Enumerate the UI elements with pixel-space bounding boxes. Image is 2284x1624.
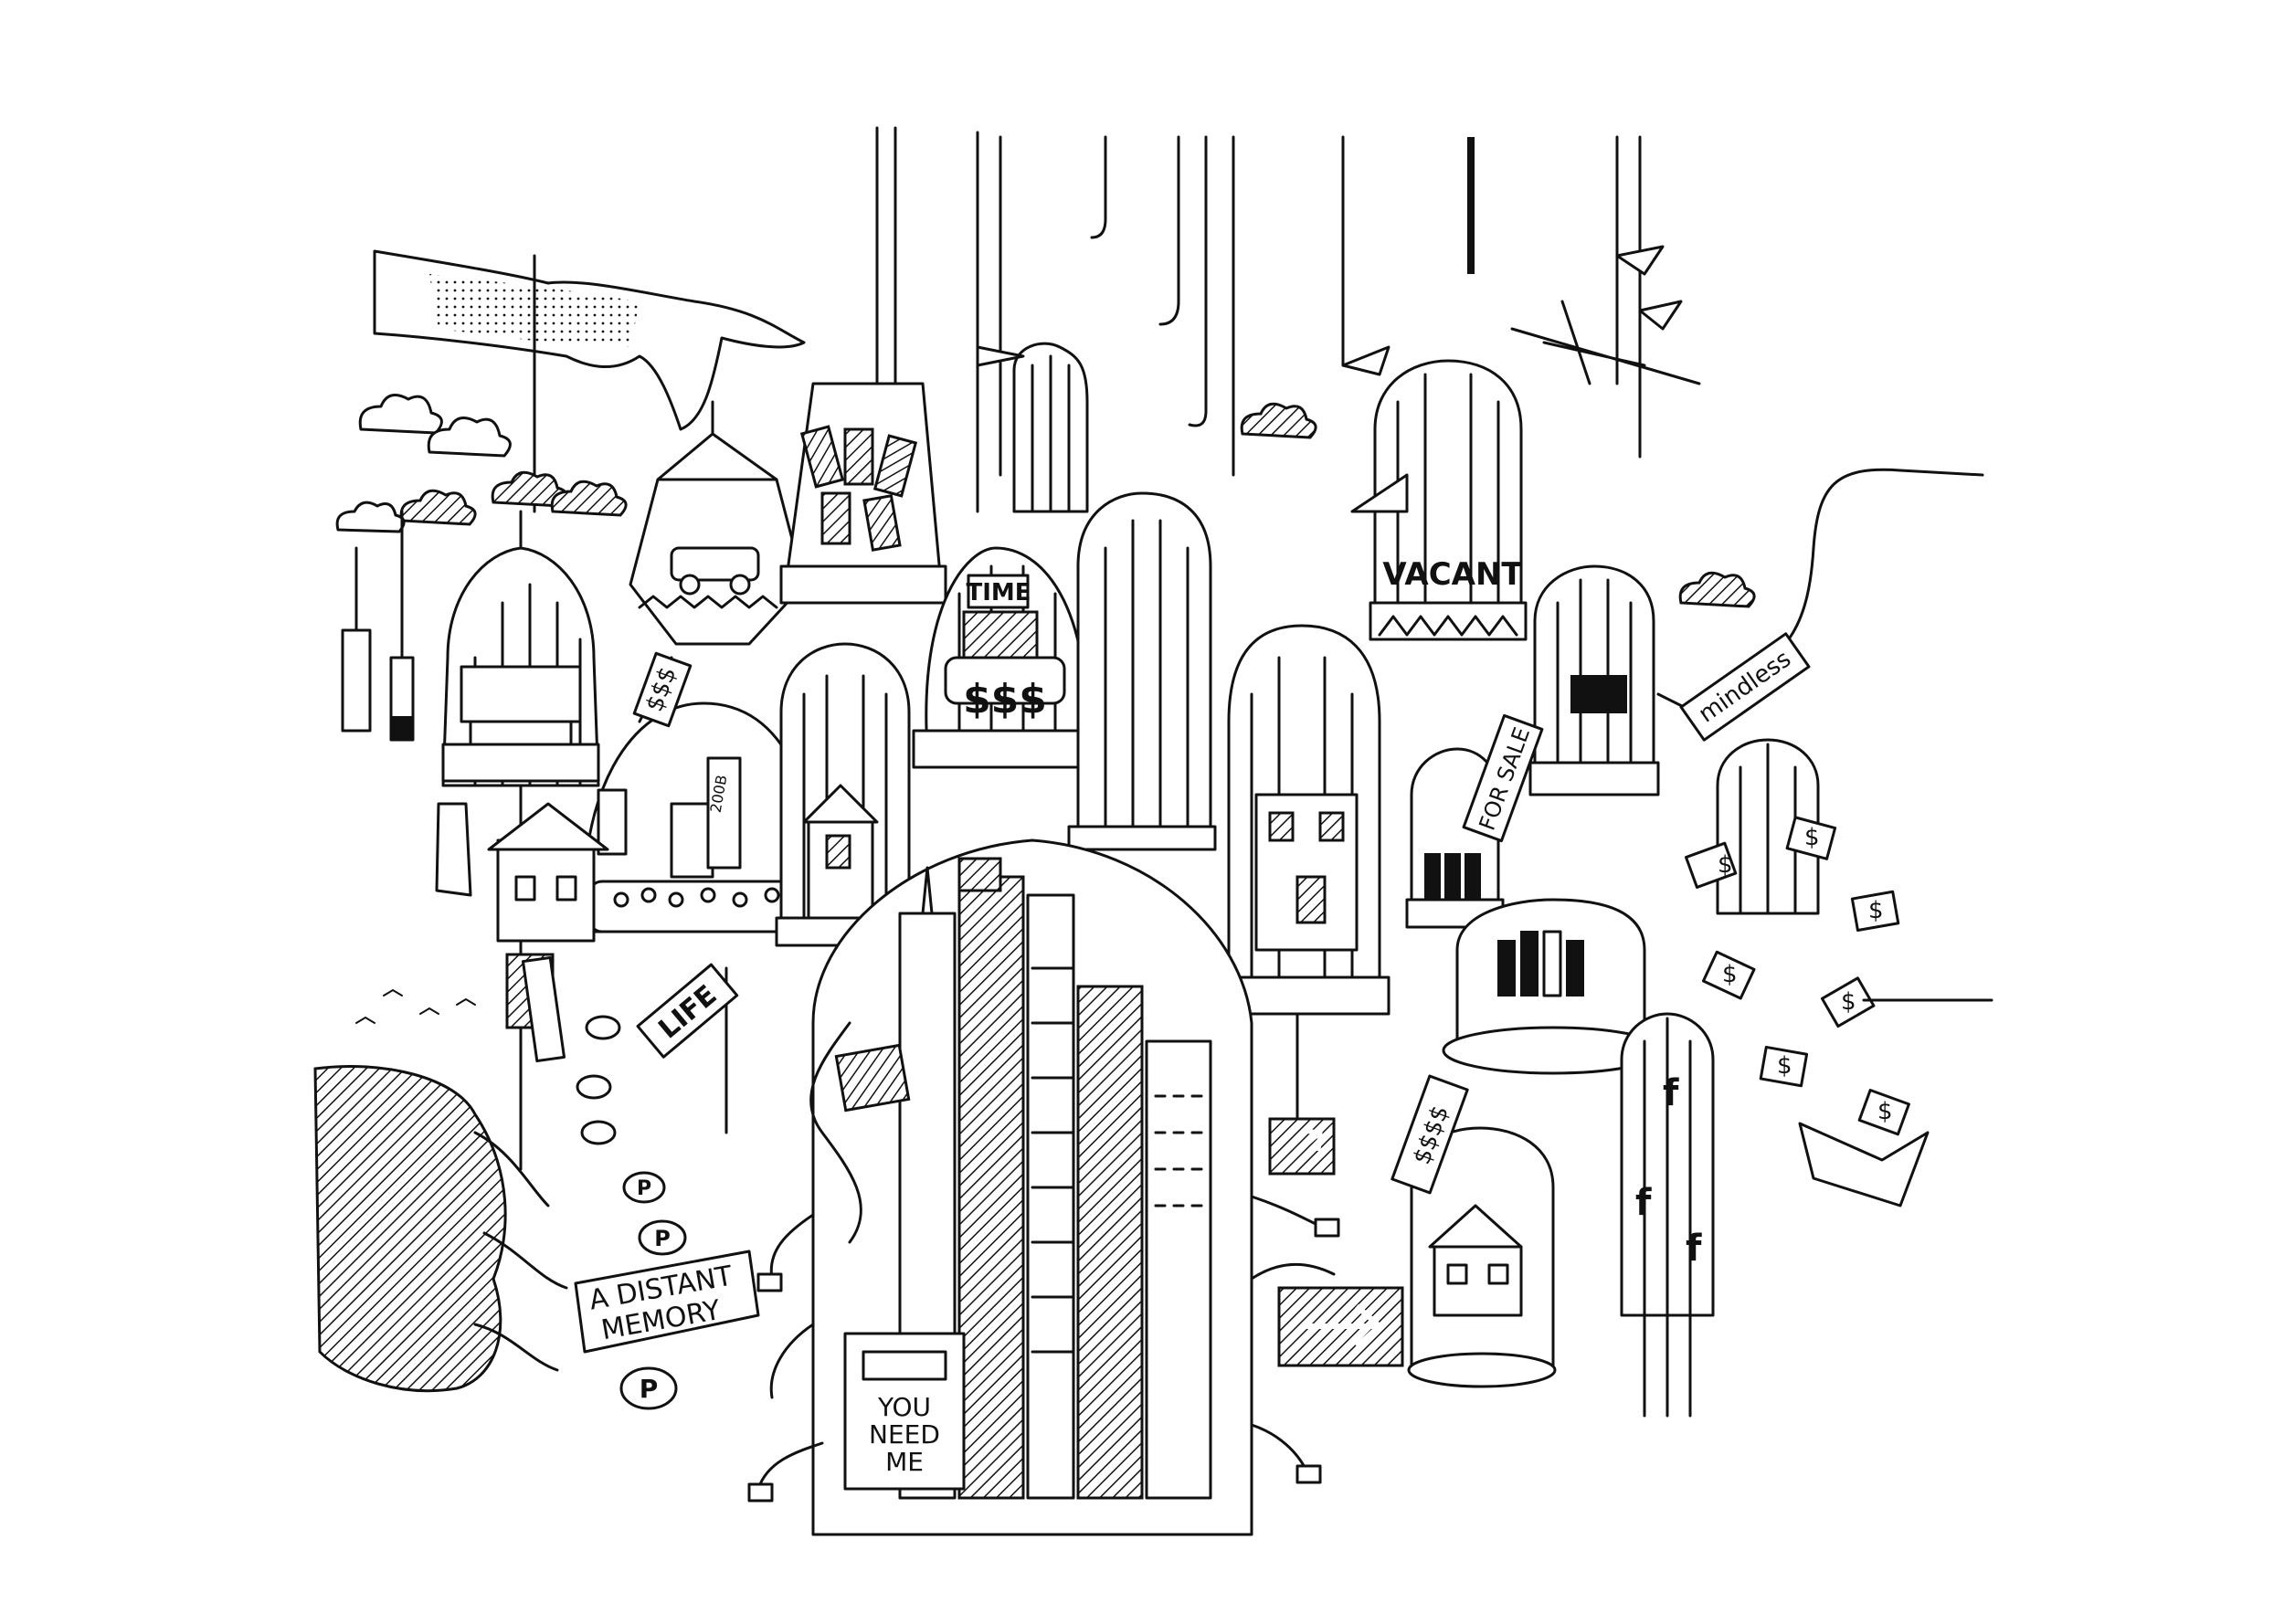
bill-dollar-1: $ bbox=[1718, 851, 1733, 879]
cage-time-dollars: TIME $$$ bbox=[912, 546, 1103, 769]
cage-money bbox=[1716, 738, 1820, 915]
social-f-2: f bbox=[1635, 1182, 1652, 1224]
cage-time-label: TIME bbox=[966, 579, 1031, 606]
bill-dollar-2: $ bbox=[1804, 824, 1820, 851]
cage-social-f: f f f bbox=[1620, 1012, 1715, 1418]
cage-tall-narrow bbox=[1012, 342, 1089, 513]
coin-letter-3: P bbox=[640, 1374, 659, 1404]
cage-ornate-building bbox=[1218, 624, 1390, 1162]
bill-dollar-5: $ bbox=[1841, 988, 1856, 1016]
coin-letter-2: P bbox=[654, 1226, 671, 1251]
you-need-me-box: YOU NEED ME bbox=[843, 1332, 966, 1491]
social-f-3: f bbox=[1686, 1228, 1702, 1270]
lampshade-phones bbox=[779, 345, 947, 605]
flying-bills: $ $ $ $ $ $ $ bbox=[1685, 816, 1930, 1207]
bill-dollar-6: $ bbox=[1777, 1052, 1792, 1080]
bill-dollar-4: $ bbox=[1722, 961, 1738, 988]
cage-house-right bbox=[1407, 1126, 1557, 1388]
cage-house-left bbox=[775, 642, 915, 947]
lantern-car bbox=[629, 432, 806, 646]
hand-holding-string bbox=[373, 249, 806, 513]
wine-bottle-table bbox=[1442, 898, 1665, 1075]
bell-jar-pills: 200B $$$ bbox=[582, 651, 824, 933]
box-text-line2: NEED bbox=[869, 1419, 940, 1450]
cage-dollars-label: $$$ bbox=[963, 676, 1047, 722]
leafy-bush bbox=[313, 988, 568, 1393]
coins: P P P bbox=[576, 1015, 687, 1410]
cage-vacant-label: VACANT bbox=[1382, 556, 1523, 593]
sign-distant-memory: A DISTANT MEMORY bbox=[574, 1250, 760, 1354]
arrow-signs bbox=[834, 857, 1404, 1367]
fountain-pen bbox=[521, 955, 566, 1063]
cage-tv bbox=[1528, 564, 1660, 796]
pennant-flags bbox=[976, 245, 1683, 513]
box-text-line1: YOU bbox=[877, 1392, 931, 1422]
cage-cars bbox=[435, 510, 600, 1171]
small-hanging-cage-left bbox=[341, 510, 415, 742]
hanging-ropes bbox=[875, 126, 1642, 513]
coin-letter-1: P bbox=[637, 1177, 651, 1200]
box-text-line3: ME bbox=[885, 1447, 924, 1477]
cables-plugs bbox=[747, 1021, 1340, 1503]
tag-mindless: mindless bbox=[1656, 632, 1811, 742]
social-f-1: f bbox=[1663, 1072, 1679, 1114]
tag-life: LIFE bbox=[636, 963, 739, 1134]
bill-dollar-7: $ bbox=[1877, 1098, 1893, 1125]
bill-dollar-3: $ bbox=[1868, 897, 1884, 924]
cage-vacant: VACANT bbox=[1369, 359, 1528, 641]
cage-domed-center bbox=[1067, 491, 1217, 851]
